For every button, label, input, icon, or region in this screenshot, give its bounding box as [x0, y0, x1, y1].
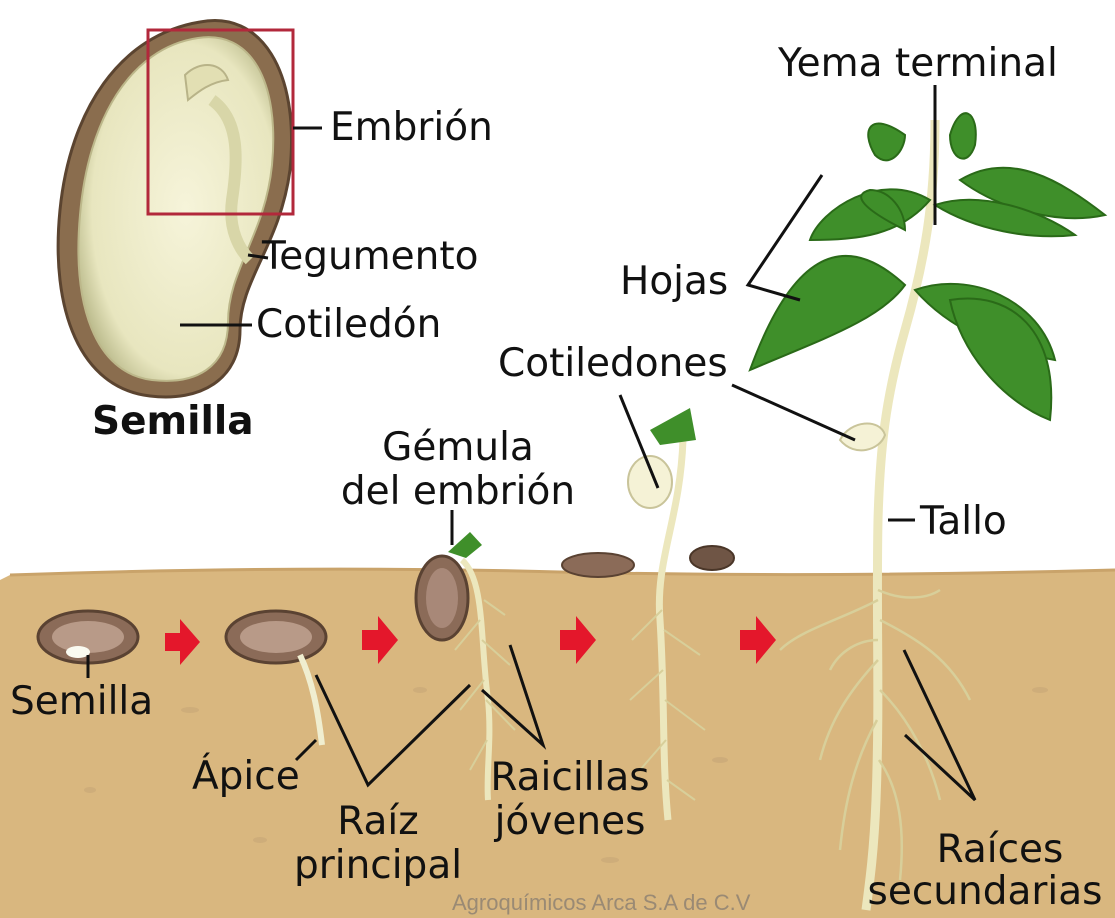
- label-semilla-top: Semilla: [92, 402, 254, 441]
- label-gemula-line2: del embrión: [341, 472, 575, 511]
- label-gemula-line1: Gémula: [382, 428, 534, 467]
- label-cotiledones: Cotiledones: [498, 344, 728, 383]
- label-raiz-line1: Raíz: [337, 802, 418, 841]
- label-raicillas-line2: jóvenes: [495, 802, 646, 841]
- label-cotiledon: Cotiledón: [256, 305, 441, 344]
- label-raicillas-line1: Raicillas: [490, 758, 649, 797]
- label-embrion: Embrión: [330, 108, 493, 147]
- label-raiz-line2: principal: [294, 846, 462, 885]
- leaves: [750, 113, 1105, 420]
- label-semilla-bottom: Semilla: [10, 682, 153, 721]
- label-hojas: Hojas: [620, 262, 728, 301]
- label-raices-line1: Raíces: [937, 830, 1064, 869]
- label-raices-line2: secundarias: [868, 872, 1103, 911]
- label-yema-terminal: Yema terminal: [778, 44, 1058, 83]
- watermark: Agroquímicos Arca S.A de C.V: [452, 890, 750, 916]
- label-apice: Ápice: [192, 757, 300, 796]
- label-tallo: Tallo: [920, 502, 1007, 541]
- label-tegumento: Tegumento: [262, 237, 479, 276]
